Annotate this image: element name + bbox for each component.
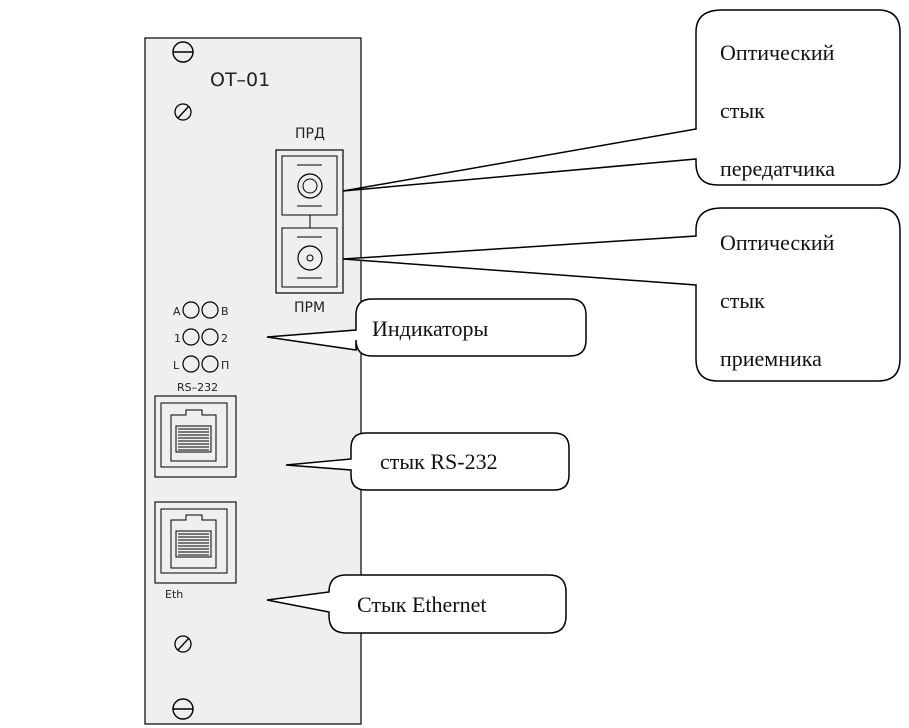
tx-callout-line-2: стык [720,98,765,123]
led-b [201,301,219,319]
led-label-b: B [221,305,229,318]
eth-label: Eth [165,588,183,601]
led-label-a: A [173,305,181,318]
ethernet-callout-text: Стык Ethernet [357,592,487,617]
module-name: OT–01 [210,69,270,91]
indicators-callout [266,298,587,357]
rs232-port [154,395,237,478]
bottom-mounting-screw [172,698,194,720]
led-indicators [182,301,219,373]
lower-slotted-screw [174,635,192,653]
rx-label: ПРМ [294,300,325,316]
led-1 [182,328,200,346]
top-mounting-screw [172,41,194,63]
rx-callout-line-3: приемника [720,346,822,371]
led-label-p: П [221,359,229,372]
tx-callout-line-3: передатчика [720,156,835,181]
ethernet-port [154,501,237,584]
led-l [182,355,200,373]
upper-slotted-screw [174,103,192,121]
rx-callout-line-1: Оптический [720,230,835,255]
led-2 [201,328,219,346]
rs232-callout-text: стык RS-232 [380,449,498,474]
indicators-callout-text: Индикаторы [372,316,489,341]
tx-callout [342,9,901,192]
rx-callout-line-2: стык [720,288,765,313]
led-label-1: 1 [174,332,181,345]
led-label-l: L [173,359,180,372]
led-label-2: 2 [221,332,228,345]
optical-connector-block [275,149,344,294]
led-p [201,355,219,373]
rs232-callout [285,432,570,491]
tx-optical-port [297,173,323,199]
led-a [182,301,200,319]
tx-label: ПРД [295,126,325,142]
rx-optical-port [297,245,323,271]
ethernet-callout [266,574,567,634]
rs232-label: RS–232 [177,381,218,394]
rx-callout [342,207,901,382]
tx-callout-line-1: Оптический [720,40,835,65]
